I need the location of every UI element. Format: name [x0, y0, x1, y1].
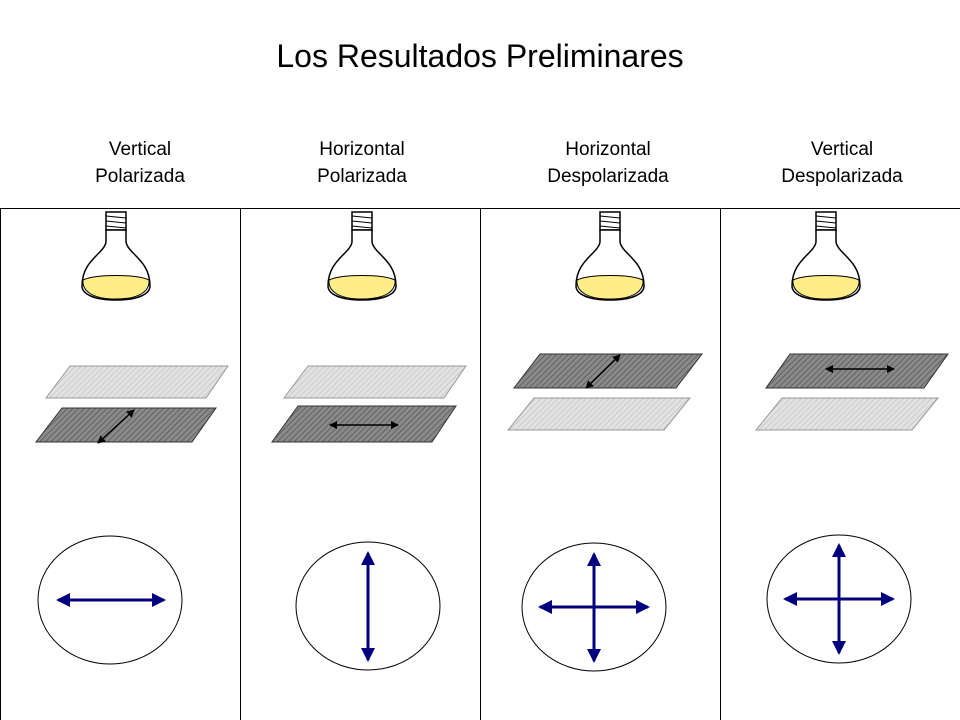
polarization-axis-arrow — [585, 354, 621, 389]
column-header-line: Despolarizada — [547, 166, 669, 187]
polarizer-plate-top — [45, 365, 229, 399]
column-header-line: Vertical — [108, 139, 172, 160]
polarizer-plate-bottom — [754, 397, 940, 431]
slide-title: Los Resultados Preliminares — [276, 38, 684, 74]
column-divider — [720, 208, 721, 720]
light-bulb-icon — [791, 211, 861, 301]
polarization-axis-arrow — [97, 409, 135, 444]
column-header-line: Polarizada — [95, 166, 185, 187]
column-header-horizontal-polarizada: Horizontal Polarizada — [262, 136, 462, 190]
column-header-line: Vertical — [810, 139, 874, 160]
column-divider — [240, 208, 241, 720]
polarizer-plate-top — [512, 353, 704, 389]
light-bulb-icon — [327, 211, 397, 301]
column-header-vertical-polarizada: Vertical Polarizada — [40, 136, 240, 190]
column-divider — [480, 208, 481, 720]
column-header-vertical-despolarizada: Vertical Despolarizada — [742, 136, 942, 190]
column-header-line: Polarizada — [317, 166, 407, 187]
polarizer-plate-top — [765, 353, 949, 389]
column-header-line: Horizontal — [565, 139, 651, 160]
polarizer-plate-bottom — [34, 407, 217, 443]
column-header-line: Horizontal — [319, 139, 405, 160]
polarizer-plate-top — [283, 365, 467, 399]
column-header-line: Despolarizada — [781, 166, 903, 187]
polarizer-plate-bottom — [271, 405, 457, 443]
column-divider — [0, 208, 1, 720]
column-header-horizontal-despolarizada: Horizontal Despolarizada — [508, 136, 708, 190]
light-bulb-icon — [81, 211, 151, 301]
light-bulb-icon — [575, 211, 645, 301]
polarizer-plate-bottom — [506, 397, 692, 431]
